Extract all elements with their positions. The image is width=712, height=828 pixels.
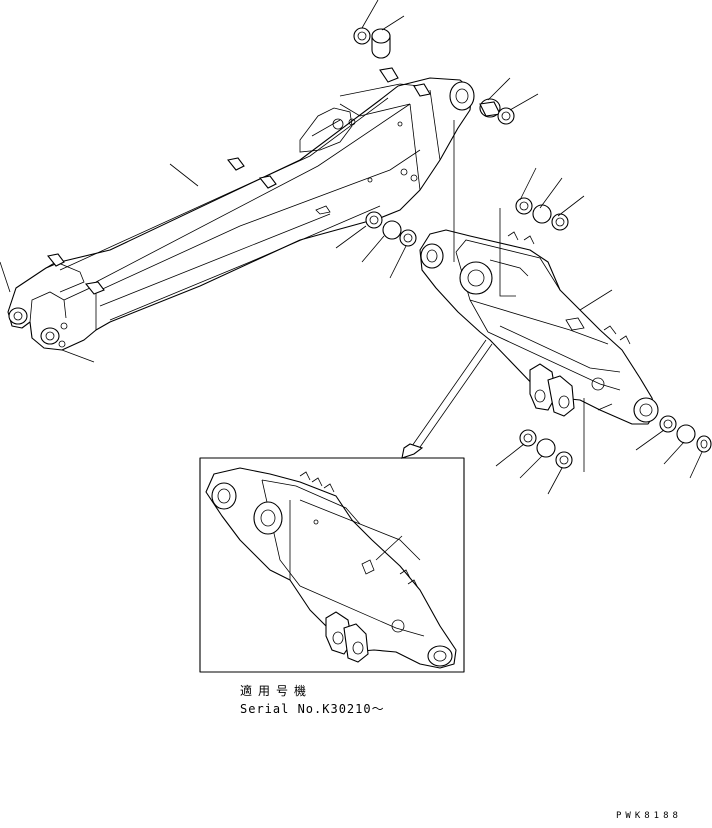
applicable-serial-label-jp: 適用号機 [240, 684, 313, 698]
detail-view-box [199, 457, 465, 673]
bushing-set-top [353, 27, 515, 125]
arm-assembly [7, 67, 475, 351]
serial-number-label: Serial No.K30210～ [240, 702, 385, 716]
drawing-code: PWK8188 [616, 811, 682, 821]
bushing-set-bottom [519, 415, 712, 469]
boom-assembly [419, 229, 659, 425]
leader-lines [0, 0, 703, 495]
bushing-set-mid [365, 197, 569, 247]
detail-arrow [401, 339, 493, 459]
